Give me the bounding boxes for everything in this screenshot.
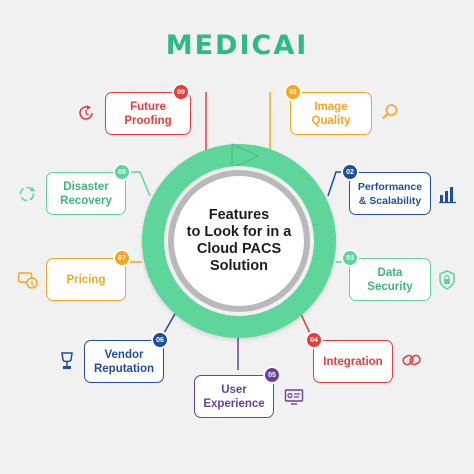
feature-label: Future Proofing: [124, 100, 172, 127]
refresh-clock-icon: [79, 105, 93, 120]
feature-label: Image Quality: [311, 100, 351, 127]
feature-badge: 04: [305, 331, 323, 349]
feature-box-data-security: Data Security: [349, 258, 431, 301]
center-core: Features to Look for in a Cloud PACS Sol…: [174, 176, 304, 306]
center-title: Features to Look for in a Cloud PACS Sol…: [186, 207, 292, 274]
feature-label: Performance & Scalability: [357, 180, 423, 207]
feature-label: Data Security: [367, 266, 413, 293]
feature-label: Vendor Reputation: [93, 348, 155, 375]
feature-badge: 01: [284, 83, 302, 101]
feature-badge: 07: [113, 249, 131, 267]
trophy-icon: [61, 352, 73, 369]
feature-badge: 02: [341, 163, 359, 181]
feature-badge: 05: [263, 366, 281, 384]
money-icon: $: [17, 272, 38, 289]
feature-box-pricing: Pricing: [46, 258, 126, 301]
feature-box-disaster-recovery: Disaster Recovery: [46, 172, 126, 215]
feature-label: User Experience: [203, 383, 265, 410]
feature-label: Integration: [323, 355, 383, 368]
link-icon: [402, 354, 421, 366]
feature-box-user-experience: User Experience: [194, 375, 274, 418]
feature-label: Pricing: [66, 273, 106, 286]
medicai-logo: MEDICAI: [165, 30, 309, 61]
monitor-icon: [284, 389, 304, 405]
feature-box-image-quality: Image Quality: [290, 92, 372, 135]
feature-box-performance-scalability: Performance & Scalability: [349, 172, 431, 215]
svg-text:$: $: [30, 280, 34, 288]
feature-badge: 09: [172, 83, 190, 101]
feature-badge: 08: [113, 163, 131, 181]
shield-lock-icon: [439, 270, 455, 290]
recovery-cycle-icon: [19, 186, 35, 202]
ring-arrow-icon: [231, 143, 260, 169]
bar-chart-icon: [439, 187, 456, 204]
feature-badge: 06: [151, 331, 169, 349]
feature-box-vendor-reputation: Vendor Reputation: [84, 340, 164, 383]
magnifier-icon: [382, 104, 398, 120]
feature-badge: 03: [341, 249, 359, 267]
feature-label: Disaster Recovery: [60, 180, 112, 207]
feature-box-integration: Integration: [313, 340, 393, 383]
